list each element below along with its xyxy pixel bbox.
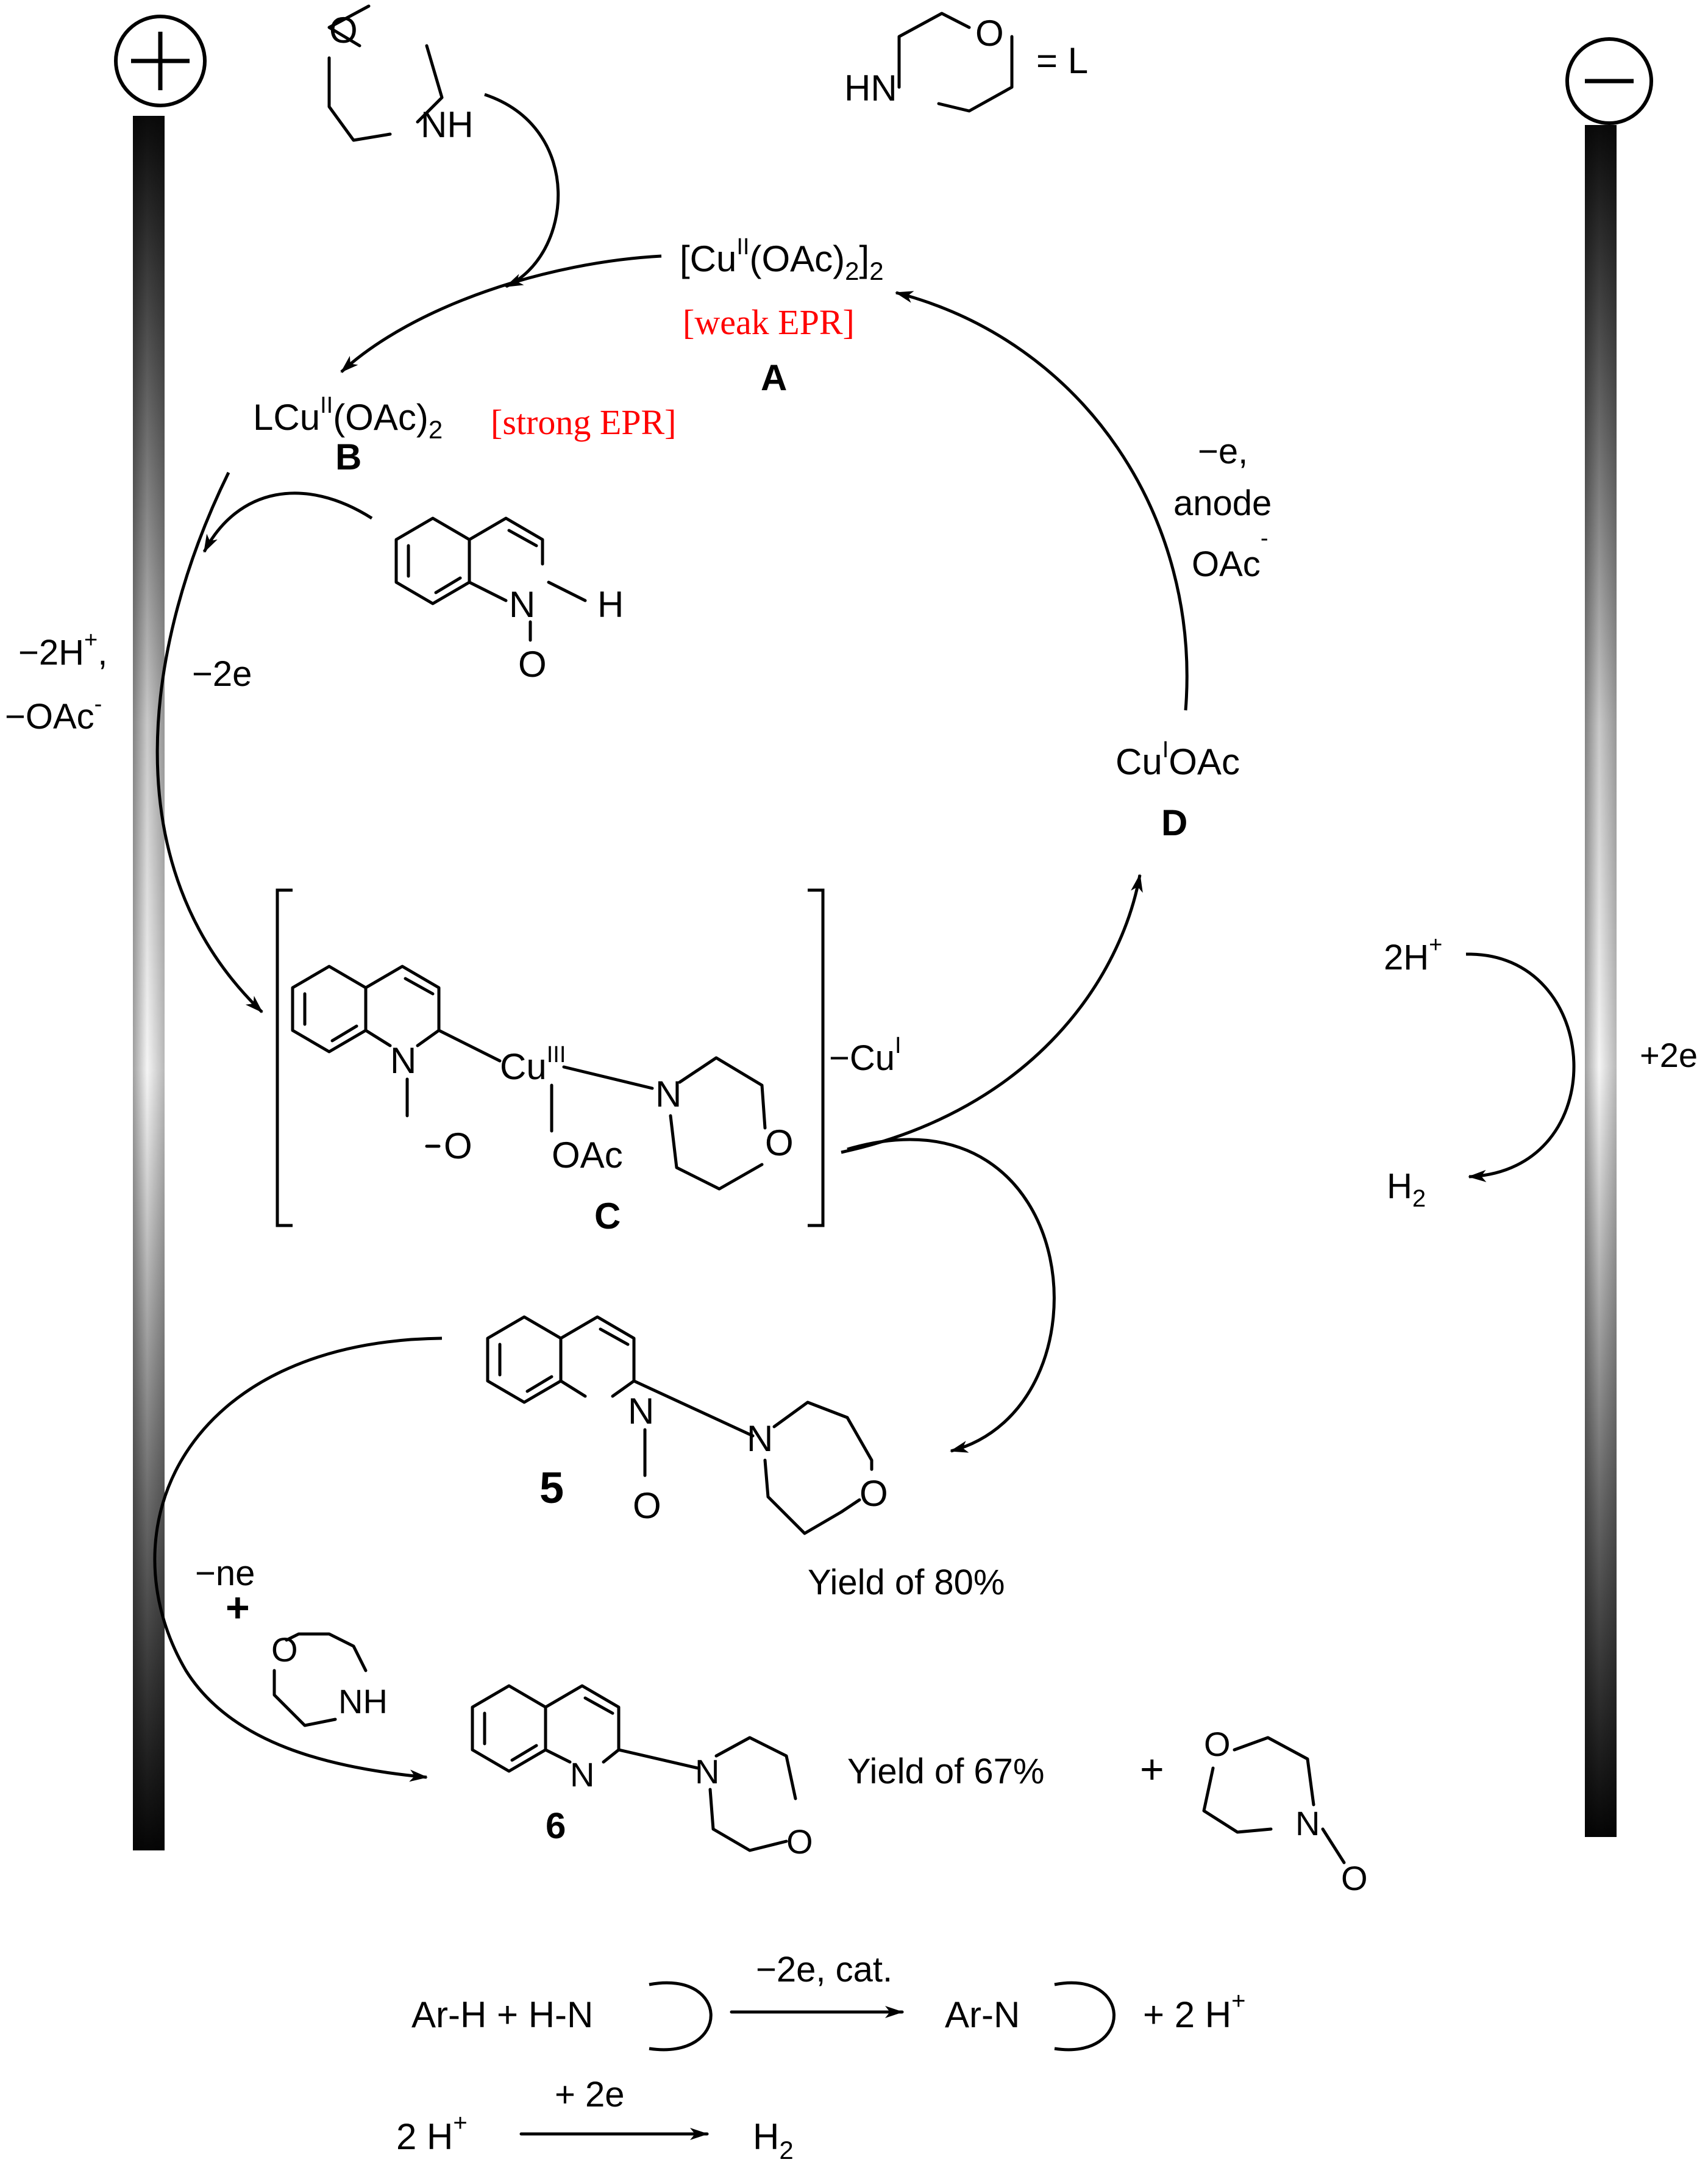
minus-cu-i-label: −CuI — [829, 1033, 902, 1078]
species-A-epr-note: [weak EPR] — [683, 302, 855, 342]
eq1-tail: + 2 H+ — [1143, 1988, 1245, 2035]
byproduct-o-minus: O — [1341, 1859, 1368, 1897]
species-D-formula: CuIOAc — [1116, 737, 1240, 782]
morpholine-top-o: O — [329, 10, 358, 51]
left-minus-2h-label: −2H+, — [18, 627, 107, 672]
cathode-electrode: +2e — [1565, 37, 1698, 1837]
species-B-epr-note: [strong EPR] — [491, 402, 677, 442]
product-6-label: 6 — [546, 1805, 566, 1846]
plus-sign-label: + — [226, 1585, 250, 1631]
product-5-label: 5 — [539, 1464, 564, 1513]
species-C-o-morph: O — [765, 1122, 794, 1163]
species-B-label: B — [335, 437, 361, 477]
product-5-o-quin: O — [633, 1485, 661, 1526]
minus-2e-label: −2e — [192, 654, 252, 694]
species-C-n-quin: N — [390, 1040, 416, 1081]
quinoline-noxide-n: N — [509, 584, 535, 625]
ligand-equals-l: = L — [1036, 40, 1088, 81]
species-B-formula: LCuII(OAc)2 — [253, 393, 443, 444]
cathode-2h-label: 2H+ — [1384, 932, 1442, 977]
eq1-right: Ar-N — [945, 1994, 1020, 2035]
summary-equation-2: 2 H+ + 2e H2 — [396, 2075, 794, 2164]
ligand-definition: O HN = L — [844, 12, 1088, 113]
species-C: N O CuIII OAc N O C — [276, 888, 825, 1236]
byproduct-plus: + — [1140, 1746, 1164, 1793]
product-5-n-morph: N — [747, 1418, 773, 1459]
species-A: [CuII(OAc)2]2 [weak EPR] A — [680, 234, 884, 398]
ligand-hn-label: HN — [844, 68, 897, 109]
product-5-o-morph: O — [859, 1473, 888, 1514]
species-C-n-morph: N — [655, 1074, 681, 1115]
species-C-label: C — [594, 1196, 621, 1236]
cathode-reaction: 2H+ H2 — [1384, 932, 1576, 1212]
cathode-h2-label: H2 — [1387, 1166, 1426, 1212]
ne-morpholine-addition: −ne + O NH — [195, 1554, 388, 1727]
eq2-left: 2 H+ — [396, 2110, 468, 2157]
eq1-left: Ar-H + H-N — [411, 1994, 593, 2035]
eq2-arrow-label: + 2e — [555, 2075, 625, 2114]
species-D-label: D — [1161, 802, 1187, 843]
left-conditions: −2H+, −OAc- −2e — [5, 627, 252, 737]
product-6-o-morph: O — [786, 1822, 813, 1861]
quinoline-noxide-h: H — [597, 584, 624, 625]
d-to-a-anode: anode — [1173, 483, 1272, 523]
summary-equation-1: Ar-H + H-N −2e, cat. Ar-N + 2 H+ — [411, 1950, 1245, 2052]
species-C-oac: OAc — [552, 1135, 623, 1175]
product-5-yield: Yield of 80% — [808, 1563, 1005, 1602]
product-5: N O N O 5 Yield of 80% — [486, 1315, 1005, 1602]
d-to-a-minus-e: −e, — [1198, 432, 1248, 471]
d-to-a-conditions: −e, anode OAc- — [1173, 432, 1272, 584]
anode-electrode — [114, 15, 207, 1850]
quinoline-n-oxide: N O H — [394, 516, 624, 685]
product-6: N N O 6 Yield of 67% — [471, 1684, 1045, 1861]
species-B: LCuII(OAc)2 [strong EPR] B — [253, 393, 677, 477]
byproduct-morpholine-n-oxide: + O N O — [1140, 1725, 1368, 1897]
cycle-arrows — [153, 93, 1189, 1782]
quinoline-noxide-o: O — [518, 644, 547, 685]
minus-ne-label: −ne — [195, 1554, 255, 1593]
product-6-n-quin: N — [570, 1755, 594, 1794]
morpholine-add-nh: NH — [338, 1682, 388, 1721]
byproduct-o: O — [1204, 1725, 1231, 1763]
species-A-formula: [CuII(OAc)2]2 — [680, 234, 884, 285]
eq2-right: H2 — [753, 2116, 794, 2164]
left-minus-oac-label: −OAc- — [5, 691, 102, 737]
species-D: CuIOAc D — [1116, 737, 1240, 843]
product-5-n-quin: N — [628, 1391, 654, 1432]
ligand-o-label: O — [975, 13, 1004, 54]
cathode-plus2e-label: +2e — [1640, 1036, 1698, 1074]
product-6-yield: Yield of 67% — [847, 1752, 1045, 1791]
product-6-n-morph: N — [695, 1752, 719, 1791]
eq1-arrow-label: −2e, cat. — [756, 1950, 892, 1989]
morpholine-top: O NH — [327, 4, 474, 145]
byproduct-n: N — [1295, 1804, 1320, 1842]
species-C-cu: CuIII — [500, 1042, 566, 1087]
morpholine-top-nh: NH — [421, 104, 474, 145]
d-to-a-oac: OAc- — [1192, 526, 1268, 584]
morpholine-add-o: O — [271, 1630, 298, 1669]
species-C-o-quin: O — [444, 1125, 472, 1166]
species-A-label: A — [761, 357, 787, 398]
